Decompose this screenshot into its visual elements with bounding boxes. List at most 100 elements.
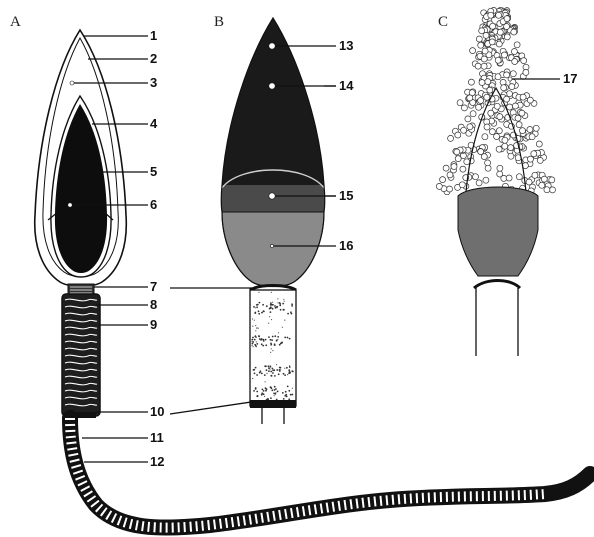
acrosomal-vesicle [488, 12, 494, 18]
stipple-dot [268, 365, 270, 367]
acrosomal-vesicle [504, 72, 510, 78]
acrosomal-vesicle [489, 39, 495, 45]
stipple-dot [272, 308, 274, 310]
stipple-dot [283, 309, 285, 311]
acrosomal-vesicle [485, 165, 491, 171]
acrosomal-vesicle [508, 153, 514, 159]
callout-label-10: 10 [150, 404, 164, 419]
stipple-dot [253, 369, 255, 371]
acrosomal-vesicle [481, 63, 487, 69]
stipple-dot [257, 304, 259, 306]
stipple-dot [292, 394, 294, 396]
callout-label-3: 3 [150, 75, 157, 90]
panel-a-midpiece [62, 294, 100, 416]
stipple-dot [278, 332, 279, 333]
stipple-dot [274, 305, 276, 307]
stipple-dot [274, 344, 276, 346]
acrosomal-vesicle [479, 80, 485, 86]
stipple-dot [256, 341, 257, 342]
stipple-dot [287, 386, 289, 388]
acrosomal-vesicle [467, 95, 473, 101]
leader-10-b [170, 401, 258, 414]
acrosomal-vesicle [520, 94, 526, 100]
stipple-dot [277, 298, 278, 299]
stipple-dot [266, 369, 268, 371]
stipple-dot [282, 303, 284, 305]
stipple-dot [254, 373, 256, 375]
stipple-dot [252, 341, 254, 343]
acrosomal-vesicle [539, 182, 545, 188]
stipple-dot [284, 301, 285, 302]
stipple-dot [289, 365, 290, 366]
acrosomal-vesicle [459, 182, 465, 188]
acrosomal-vesicle [484, 124, 490, 130]
acrosomal-vesicle [515, 115, 521, 121]
acrosomal-vesicle [475, 63, 481, 69]
acrosomal-vesicle [457, 100, 463, 106]
acrosomal-vesicle [483, 177, 489, 183]
stipple-dot [276, 364, 277, 365]
stipple-dot [262, 345, 264, 347]
acrosomal-vesicle [482, 134, 488, 140]
stipple-dot [268, 370, 270, 372]
acrosomal-vesicle [532, 172, 538, 178]
stipple-dot [272, 368, 274, 370]
stipple-dot [258, 328, 259, 329]
stipple-dot [255, 325, 256, 326]
callout-label-5: 5 [150, 164, 157, 179]
marker-16 [270, 244, 273, 247]
stipple-dot [264, 396, 265, 397]
acrosomal-vesicle [502, 143, 508, 149]
stipple-dot [270, 311, 272, 313]
stipple-dot [270, 397, 272, 399]
stipple-dot [280, 309, 282, 311]
acrosomal-vesicle [497, 114, 503, 120]
stipple-dot [256, 391, 258, 393]
stipple-dot [254, 320, 255, 321]
acrosomal-vesicle [443, 165, 449, 171]
stipple-dot [256, 306, 258, 308]
stipple-dot [253, 390, 255, 392]
acrosomal-vesicle [501, 52, 507, 58]
stipple-dot [251, 345, 252, 346]
callout-label-13: 13 [339, 38, 353, 53]
acrosomal-vesicle [494, 103, 500, 109]
acrosomal-vesicle [464, 159, 470, 165]
acrosomal-vesicle [501, 85, 507, 91]
stipple-dot [290, 311, 292, 313]
acrosomal-vesicle [537, 157, 543, 163]
basal-plate-c [474, 281, 520, 289]
acrosomal-vesicle [531, 151, 537, 157]
stipple-dot [270, 371, 272, 373]
acrosomal-vesicle [483, 32, 489, 38]
callout-label-7: 7 [150, 279, 157, 294]
stipple-dot [275, 388, 277, 390]
stipple-dot [261, 338, 263, 340]
stipple-dot [282, 327, 283, 328]
acrosomal-vesicle [489, 129, 495, 135]
acrosomal-vesicle [488, 110, 494, 116]
acrosomal-vesicle [502, 137, 508, 143]
acrosomal-vesicle [527, 127, 533, 133]
stipple-dot [279, 305, 281, 307]
acrosomal-vesicle [478, 98, 484, 104]
acrosomal-vesicle [454, 149, 460, 155]
stipple-dot [261, 392, 263, 394]
stipple-dot [265, 381, 266, 382]
stipple-dot [274, 395, 275, 396]
acrosomal-vesicle [504, 34, 510, 40]
callout-label-14: 14 [339, 78, 354, 93]
stipple-dot [277, 339, 278, 340]
acrosomal-vesicle [549, 177, 555, 183]
stipple-dot [271, 348, 272, 349]
stipple-dot [285, 394, 287, 396]
stipple-dot [277, 302, 278, 303]
stipple-dot [265, 390, 267, 392]
acrosomal-vesicle [473, 174, 479, 180]
stipple-dot [263, 310, 265, 312]
stipple-dot [265, 344, 267, 346]
stipple-dot [286, 367, 288, 369]
acrosomal-vesicle [461, 127, 467, 133]
stipple-dot [272, 350, 273, 351]
stipple-dot [292, 388, 293, 389]
